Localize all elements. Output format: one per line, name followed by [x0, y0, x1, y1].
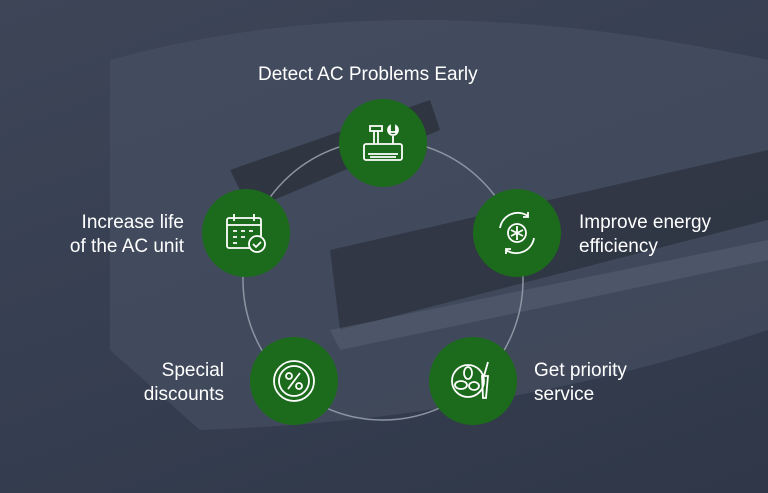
label-line: service: [534, 384, 595, 405]
label-line: Increase life: [81, 212, 184, 233]
label-energy-efficiency: Improve energy efficiency: [579, 211, 711, 259]
label-detect-problems: Detect AC Problems Early: [258, 64, 478, 85]
label-special-discounts: Special discounts: [144, 359, 224, 407]
label-increase-life: Increase life of the AC unit: [70, 211, 184, 259]
energy-cycle-icon: [473, 189, 561, 277]
label-line: Special: [161, 360, 224, 381]
label-priority-service: Get priority service: [534, 359, 627, 407]
calendar-check-icon: [202, 189, 290, 277]
label-line: efficiency: [579, 236, 658, 257]
percent-icon: [250, 337, 338, 425]
tools-ac-icon: [339, 99, 427, 187]
fan-screwdriver-icon: [429, 337, 517, 425]
label-line: Improve energy: [579, 212, 712, 233]
label-line: Get priority: [534, 360, 627, 381]
label-line: of the AC unit: [69, 236, 184, 257]
label-line: discounts: [143, 384, 224, 405]
